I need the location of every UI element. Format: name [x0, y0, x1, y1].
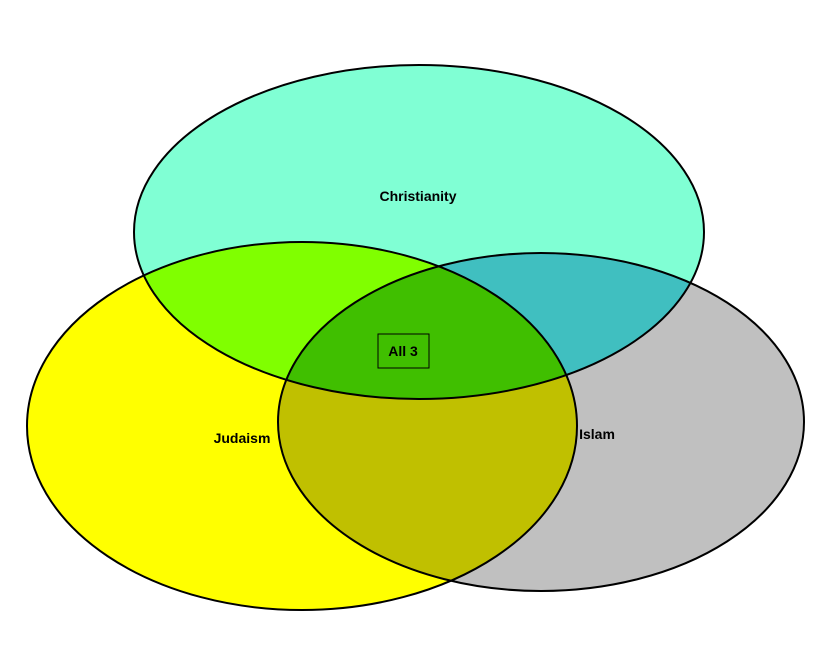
- christianity-label: Christianity: [379, 188, 456, 204]
- all-three-label: All 3: [388, 343, 418, 359]
- christianity-outline: [133, 64, 705, 400]
- islam-outline: [277, 252, 805, 592]
- judaism-outline: [26, 241, 578, 611]
- all-three-box: [377, 333, 430, 369]
- all-three-overlap: [278, 253, 577, 399]
- islam-label: Islam: [579, 426, 615, 442]
- judaism-label: Judaism: [214, 430, 271, 446]
